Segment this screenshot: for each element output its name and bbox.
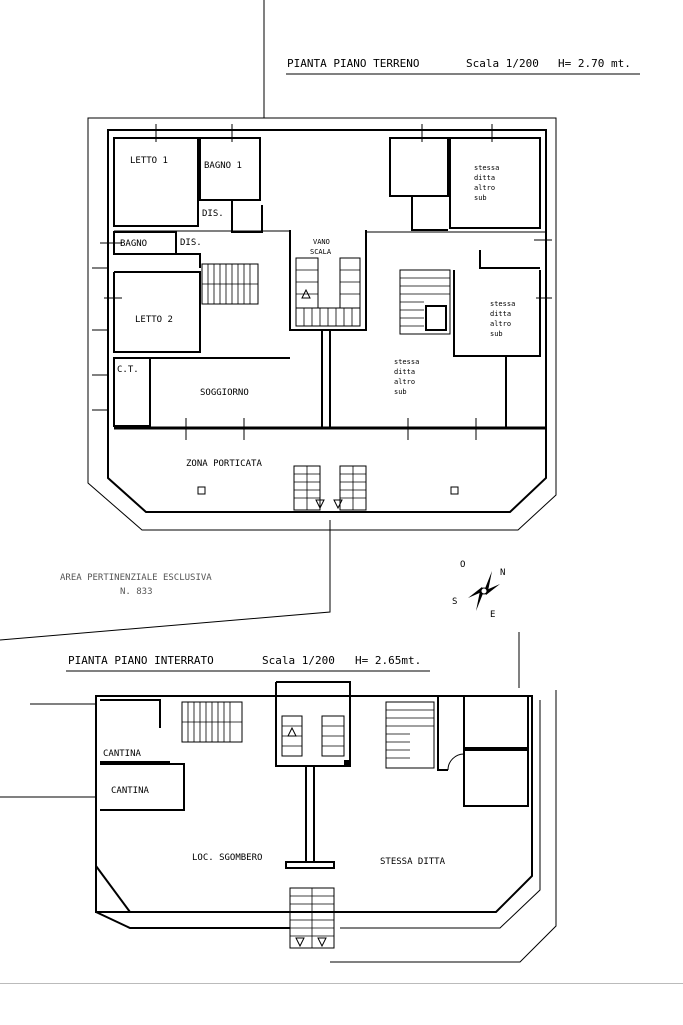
basement-height: H= 2.65mt. <box>355 654 421 667</box>
svg-text:sub: sub <box>474 194 487 202</box>
svg-text:sub: sub <box>490 330 503 338</box>
page-bottom-rule <box>0 983 683 984</box>
ground-floor-title: PIANTA PIANO TERRENO <box>287 57 419 70</box>
room-letto1 <box>113 137 199 227</box>
svg-text:ditta: ditta <box>474 174 495 182</box>
label-bagno: BAGNO <box>120 239 147 249</box>
compass-west: O <box>460 560 465 570</box>
room-bagno1 <box>199 137 261 201</box>
label-zona-porticata: ZONA PORTICATA <box>186 459 262 469</box>
building-outline <box>107 129 547 513</box>
svg-text:ditta: ditta <box>490 310 511 318</box>
room-other-sub-2 <box>453 270 541 357</box>
staircase-ground-right <box>399 269 451 335</box>
svg-text:altro: altro <box>394 378 415 386</box>
label-other-sub-2: stessa ditta altro sub <box>490 300 515 338</box>
pillar <box>197 486 206 495</box>
basement-ramp-boundary <box>330 690 557 963</box>
door-swing <box>447 753 465 771</box>
label-bagno1: BAGNO 1 <box>204 161 242 171</box>
vano-scala-basement <box>275 681 351 767</box>
room-other-sub-1 <box>449 137 541 229</box>
staircase-basement-right <box>385 701 435 769</box>
label-loc-sgombero: LOC. SGOMBERO <box>192 853 262 863</box>
label-scala: SCALA <box>310 248 332 256</box>
svg-text:stessa: stessa <box>490 300 515 308</box>
basement-title: PIANTA PIANO INTERRATO <box>68 654 214 667</box>
svg-text:altro: altro <box>474 184 495 192</box>
room-right-top-1 <box>389 137 449 197</box>
svg-text:ditta: ditta <box>394 368 415 376</box>
ground-floor-height: H= 2.70 mt. <box>558 57 631 70</box>
staircase-basement-left <box>181 701 243 743</box>
label-cantina1: CANTINA <box>103 749 142 759</box>
vano-scala-ground <box>289 230 367 331</box>
room-letto2 <box>113 271 201 353</box>
label-area-pertinenziale: AREA PERTINENZIALE ESCLUSIVA <box>60 573 212 583</box>
boundary-line <box>0 520 331 641</box>
svg-text:stessa: stessa <box>394 358 419 366</box>
svg-text:sub: sub <box>394 388 407 396</box>
label-vano: VANO <box>313 238 330 246</box>
label-dis-2: DIS. <box>180 238 202 248</box>
label-soggiorno: SOGGIORNO <box>200 388 249 398</box>
basement-scale: Scala 1/200 <box>262 654 335 667</box>
room-basement-right-1 <box>463 695 529 749</box>
compass-east: E <box>490 610 495 620</box>
staircase-ground-left <box>201 263 259 305</box>
basement-outline <box>95 695 533 913</box>
room-basement-right-2 <box>463 749 529 807</box>
label-other-sub-1: stessa ditta altro sub <box>474 164 499 202</box>
label-area-number: N. 833 <box>120 587 153 597</box>
label-letto1: LETTO 1 <box>130 156 168 166</box>
compass-rose-icon: O N S E <box>452 560 505 620</box>
label-cantina2: CANTINA <box>111 786 150 796</box>
label-letto2: LETTO 2 <box>135 315 173 325</box>
portico-stairs <box>293 465 367 511</box>
basement-entry-stairs <box>289 887 335 949</box>
pillar <box>450 486 459 495</box>
label-stessa-ditta: STESSA DITTA <box>380 857 446 867</box>
svg-text:altro: altro <box>490 320 511 328</box>
room-cantina2 <box>100 763 185 811</box>
label-other-sub-3: stessa ditta altro sub <box>394 358 419 396</box>
label-ct: C.T. <box>117 365 139 375</box>
label-dis-1: DIS. <box>202 209 224 219</box>
outer-envelope <box>87 117 557 531</box>
compass-south: S <box>452 597 457 607</box>
room-ct <box>113 357 151 427</box>
svg-text:stessa: stessa <box>474 164 499 172</box>
ground-floor-plan: PIANTA PIANO TERRENO Scala 1/200 H= 2.70… <box>0 0 640 641</box>
basement-plan: PIANTA PIANO INTERRATO Scala 1/200 H= 2.… <box>0 632 557 963</box>
compass-north: N <box>500 568 505 578</box>
ground-floor-scale: Scala 1/200 <box>466 57 539 70</box>
